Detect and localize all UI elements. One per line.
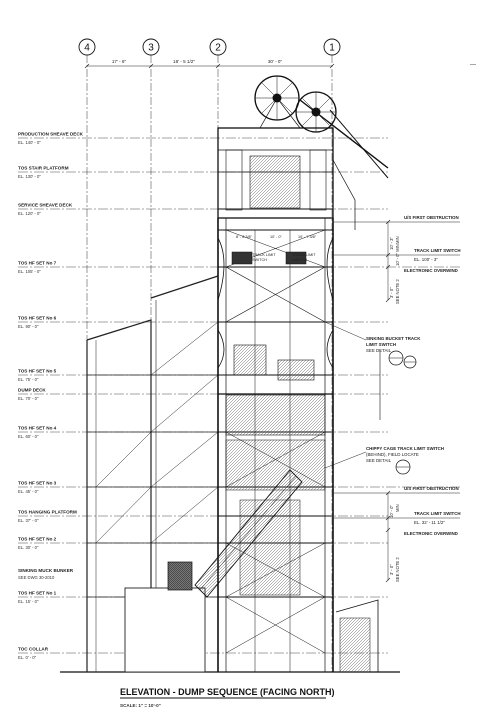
svg-text:10' - 7 3/8": 10' - 7 3/8" — [298, 235, 317, 239]
svg-text:TOS HF SET No 3: TOS HF SET No 3 — [18, 481, 57, 486]
svg-text:10' - 3": 10' - 3" — [389, 236, 394, 250]
title-text: ELEVATION - DUMP SEQUENCE (FACING NORTH) — [120, 687, 335, 697]
upper-obstruction-annotations: U/S FIRST OBSTRUCTION TRACK LIMIT SWITCH… — [333, 215, 461, 304]
svg-text:EL. 105' - 0": EL. 105' - 0" — [18, 269, 41, 274]
svg-text:EL. 75' - 0": EL. 75' - 0" — [18, 377, 39, 382]
svg-text:TOS HF SET No 7: TOS HF SET No 7 — [18, 261, 57, 266]
svg-text:—: — — [470, 62, 476, 68]
drawing-title: ELEVATION - DUMP SEQUENCE (FACING NORTH)… — [120, 687, 335, 708]
svg-text:3' - 0": 3' - 0" — [389, 287, 394, 298]
svg-text:SEE DETAIL: SEE DETAIL — [366, 458, 392, 463]
svg-text:10' - 0": 10' - 0" — [270, 235, 282, 239]
svg-text:SEE DETAIL: SEE DETAIL — [366, 348, 392, 353]
inclined-chute — [194, 469, 303, 598]
svg-text:TRACK LIMIT SWITCH: TRACK LIMIT SWITCH — [414, 511, 461, 516]
svg-text:EL. 45' - 0": EL. 45' - 0" — [18, 489, 39, 494]
svg-text:EL. 140' - 0": EL. 140' - 0" — [18, 140, 41, 145]
svg-text:EL. 70' - 0": EL. 70' - 0" — [18, 396, 39, 401]
svg-text:EL. 60' - 0": EL. 60' - 0" — [18, 434, 39, 439]
grid-label-2: 2 — [215, 43, 221, 54]
svg-text:PRODUCTION SHEAVE DECK: PRODUCTION SHEAVE DECK — [18, 132, 84, 137]
svg-text:EL. 0' - 0": EL. 0' - 0" — [18, 655, 37, 660]
lower-obstruction-annotations: U/S FIRST OBSTRUCTION TRACK LIMIT SWITCH… — [333, 486, 461, 583]
sinking-bucket-callout: SINKING BUCKET TRACK LIMIT SWITCH SEE DE… — [324, 321, 421, 369]
label-sinking-muck-bunker: SINKING MUCK BUNKER SEE DWG 30-2010 — [18, 568, 74, 580]
svg-text:(BEHIND), FIELD LOCATE: (BEHIND), FIELD LOCATE — [366, 452, 419, 457]
scale-text: SCALE: 1" = 10'-0" — [120, 703, 161, 708]
svg-text:TOS HF SET No 2: TOS HF SET No 2 — [18, 537, 57, 542]
svg-text:EL. 120' - 0": EL. 120' - 0" — [18, 211, 41, 216]
grid-label-3: 3 — [148, 43, 154, 54]
svg-text:SINKING MUCK BUNKER: SINKING MUCK BUNKER — [18, 568, 74, 573]
svg-text:TRACK LIMIT: TRACK LIMIT — [252, 253, 276, 257]
svg-text:TOC COLLAR: TOC COLLAR — [18, 647, 49, 652]
svg-text:10' - 0" MIN: 10' - 0" MIN — [395, 244, 400, 266]
svg-text:EL. 32' - 11 1/2": EL. 32' - 11 1/2" — [414, 520, 445, 525]
svg-text:MIN: MIN — [395, 504, 400, 512]
svg-text:U/S FIRST OBSTRUCTION: U/S FIRST OBSTRUCTION — [404, 215, 459, 220]
svg-text:SEE NOTE 2: SEE NOTE 2 — [395, 557, 400, 582]
backlegs — [299, 99, 389, 420]
sheave-wheels — [254, 75, 337, 133]
svg-text:EL. 100' - 3": EL. 100' - 3" — [414, 257, 438, 262]
svg-text:EL. 15' - 0": EL. 15' - 0" — [18, 599, 39, 604]
svg-text:SEE NOTE 2: SEE NOTE 2 — [395, 279, 400, 304]
svg-text:TOS HF SET No 1: TOS HF SET No 1 — [18, 591, 57, 596]
svg-text:TOS HF SET No 5: TOS HF SET No 5 — [18, 369, 57, 374]
svg-text:TRACK LIMIT: TRACK LIMIT — [292, 253, 316, 257]
collar-annex — [335, 599, 379, 673]
svg-text:LIMIT SWITCH: LIMIT SWITCH — [366, 342, 396, 347]
tower-equipment — [225, 251, 326, 596]
svg-text:DUMP DECK: DUMP DECK — [18, 388, 46, 393]
svg-text:10' - 0": 10' - 0" — [389, 504, 394, 518]
svg-text:TOS HANGING PLATFORM: TOS HANGING PLATFORM — [18, 510, 77, 515]
grid-line-1: 1 — [323, 38, 341, 672]
svg-text:8' - 8 3/8": 8' - 8 3/8" — [236, 235, 253, 239]
svg-text:CHIPPY CAGE TRACK LIMIT SWITCH: CHIPPY CAGE TRACK LIMIT SWITCH — [366, 446, 444, 451]
svg-text:TOS STAIR PLATFORM: TOS STAIR PLATFORM — [18, 166, 69, 171]
svg-text:SWITCH: SWITCH — [252, 258, 267, 262]
svg-text:TOS HF SET No 6: TOS HF SET No 6 — [18, 316, 57, 321]
svg-text:EL. 37' - 0": EL. 37' - 0" — [18, 518, 39, 523]
svg-text:MIN: MIN — [395, 236, 400, 244]
dim-3-2: 18' - 5 1/2" — [173, 59, 195, 64]
svg-text:EL. 90' - 0": EL. 90' - 0" — [18, 324, 39, 329]
svg-text:ELECTRONIC OVERWIND: ELECTRONIC OVERWIND — [404, 531, 458, 536]
chippy-cage-callout: CHIPPY CAGE TRACK LIMIT SWITCH (BEHIND),… — [324, 446, 444, 475]
svg-text:ELECTRONIC OVERWIND: ELECTRONIC OVERWIND — [404, 268, 458, 273]
level-production-sheave-deck: PRODUCTION SHEAVE DECK EL. 140' - 0" — [18, 132, 388, 145]
svg-text:SEE DWG 30-2010: SEE DWG 30-2010 — [18, 575, 55, 580]
svg-text:SWITCH: SWITCH — [292, 258, 307, 262]
svg-text:U/S FIRST OBSTRUCTION: U/S FIRST OBSTRUCTION — [404, 486, 459, 491]
grid-label-4: 4 — [84, 43, 90, 54]
svg-text:TOS HF SET No 4: TOS HF SET No 4 — [18, 426, 57, 431]
svg-text:TRACK LIMIT SWITCH: TRACK LIMIT SWITCH — [414, 248, 461, 253]
svg-text:EL. 130' - 0": EL. 130' - 0" — [18, 174, 41, 179]
grid-dimension-string: 17' - 6" 18' - 5 1/2" 30' - 0" — [84, 59, 335, 69]
svg-text:SERVICE SHEAVE DECK: SERVICE SHEAVE DECK — [18, 203, 73, 208]
dim-2-1: 30' - 0" — [268, 59, 283, 64]
dim-4-3: 17' - 6" — [112, 59, 127, 64]
svg-text:SINKING BUCKET TRACK: SINKING BUCKET TRACK — [366, 336, 421, 341]
svg-text:3' - 0": 3' - 0" — [389, 564, 394, 575]
bay-dimensions: 8' - 8 3/8" 10' - 0" 10' - 7 3/8" TRACK … — [236, 235, 317, 262]
grid-label-1: 1 — [329, 43, 335, 54]
svg-text:EL. 30' - 0": EL. 30' - 0" — [18, 545, 39, 550]
sinking-muck-bunker — [124, 561, 206, 673]
